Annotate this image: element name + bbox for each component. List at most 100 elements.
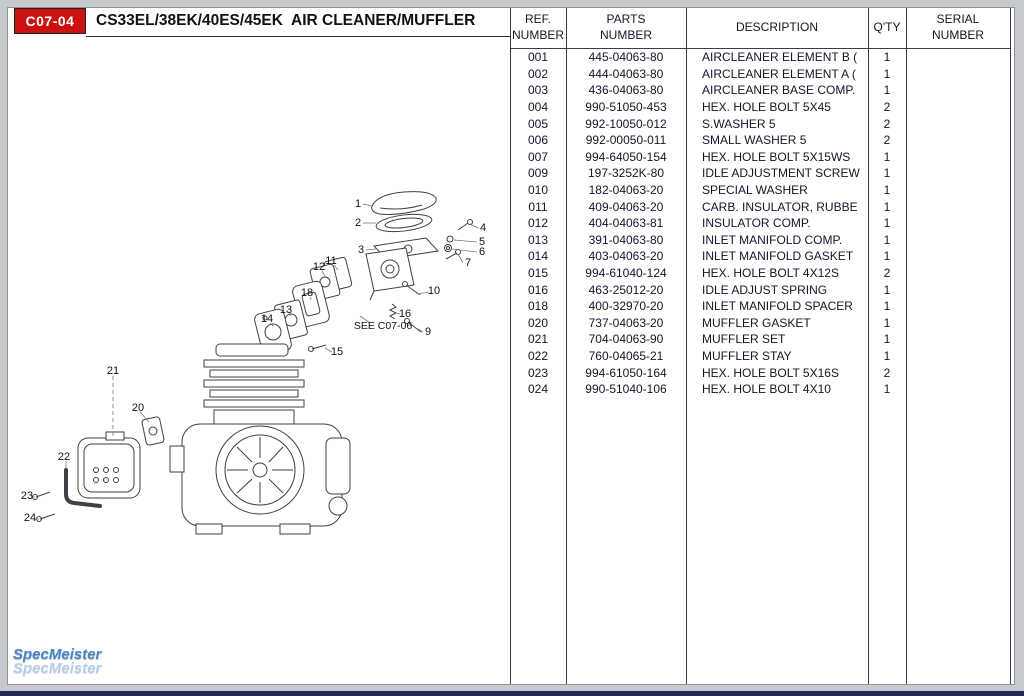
cell-ref: 024 xyxy=(527,382,549,397)
cell-desc: AIRCLEANER ELEMENT B ( xyxy=(702,50,858,65)
cell-ref: 018 xyxy=(527,299,549,314)
cell-desc: HEX. HOLE BOLT 4X10 xyxy=(702,382,831,397)
cell-desc: HEX. HOLE BOLT 4X12S xyxy=(702,266,839,281)
cell-qty: 1 xyxy=(883,83,891,98)
col-header-line: NUMBER xyxy=(511,28,564,42)
diagram-callout-2: 2 xyxy=(354,217,362,229)
page-content: C07-04 CS33EL/38EK/40ES/45EK AIR CLEANER… xyxy=(8,8,1014,684)
table-row: 006 992-00050-011 SMALL WASHER 5 2 xyxy=(510,132,1010,149)
col-header-ref-number: REF. NUMBER xyxy=(510,11,566,43)
cell-qty: 2 xyxy=(883,116,891,131)
cell-part: 444-04063-80 xyxy=(588,66,664,81)
cell-part: 994-61050-164 xyxy=(585,365,667,380)
cell-part: 404-04063-81 xyxy=(588,216,664,231)
diagram-callout-13: 13 xyxy=(279,304,293,316)
cell-part: 436-04063-80 xyxy=(588,83,664,98)
cell-desc: INLET MANIFOLD COMP. xyxy=(702,232,843,247)
cell-qty: 1 xyxy=(883,50,891,65)
cell-part: 760-04065-21 xyxy=(588,348,664,363)
col-header-line: REF. xyxy=(524,12,551,26)
cell-desc: AIRCLEANER ELEMENT A ( xyxy=(702,66,856,81)
cell-part: 409-04063-20 xyxy=(588,199,664,214)
cell-part: 403-04063-20 xyxy=(588,249,664,264)
diagram-callout-21: 21 xyxy=(106,365,120,377)
cell-part: 994-61040-124 xyxy=(585,266,667,281)
col-header-parts-number: PARTS NUMBER xyxy=(566,11,686,43)
cell-ref: 012 xyxy=(527,216,549,231)
diagram-callout-7: 7 xyxy=(464,257,472,269)
cell-ref: 016 xyxy=(527,282,549,297)
cell-qty: 1 xyxy=(883,299,891,314)
cell-qty: 1 xyxy=(883,232,891,247)
cell-part: 445-04063-80 xyxy=(588,50,664,65)
diagram-callout-3: 3 xyxy=(357,244,365,256)
diagram-callout-6: 6 xyxy=(478,246,486,258)
diagram-callout-20: 20 xyxy=(131,402,145,414)
col-header-qty: Q'TY xyxy=(868,19,906,35)
cell-desc: INLET MANIFOLD SPACER xyxy=(702,299,853,314)
cell-part: 990-51040-106 xyxy=(585,382,667,397)
cell-desc: AIRCLEANER BASE COMP. xyxy=(702,83,856,98)
diagram-callout-12: 12 xyxy=(312,261,326,273)
cell-part: 197-3252K-80 xyxy=(587,166,665,181)
cell-desc: HEX. HOLE BOLT 5X16S xyxy=(702,365,839,380)
diagram-see-note: SEE C07-06 xyxy=(353,320,413,332)
cell-part: 992-00050-011 xyxy=(585,133,667,148)
cell-ref: 011 xyxy=(528,199,548,214)
cell-ref: 009 xyxy=(527,166,549,181)
cell-qty: 1 xyxy=(883,332,891,347)
cell-desc: MUFFLER SET xyxy=(702,332,786,347)
cell-qty: 1 xyxy=(883,216,891,231)
diagram-callout-16: 16 xyxy=(398,308,412,320)
cell-ref: 006 xyxy=(527,133,549,148)
cell-part: 400-32970-20 xyxy=(588,299,664,314)
cell-desc: MUFFLER STAY xyxy=(702,348,792,363)
catalog-page: C07-04 CS33EL/38EK/40ES/45EK AIR CLEANER… xyxy=(7,7,1015,685)
page-title: CS33EL/38EK/40ES/45EK AIR CLEANER/MUFFLE… xyxy=(96,12,476,29)
cell-qty: 1 xyxy=(883,149,891,164)
cell-ref: 001 xyxy=(527,50,549,65)
cell-desc: HEX. HOLE BOLT 5X45 xyxy=(702,100,831,115)
cell-ref: 007 xyxy=(527,149,549,164)
col-header-serial-number: SERIAL NUMBER xyxy=(906,11,1010,43)
table-rule-ref-parts xyxy=(566,8,567,684)
cell-qty: 1 xyxy=(883,66,891,81)
cell-ref: 023 xyxy=(527,365,549,380)
watermark-echo: SpecMeister xyxy=(13,660,102,677)
cell-ref: 010 xyxy=(527,183,549,198)
table-row: 018 400-32970-20 INLET MANIFOLD SPACER 1 xyxy=(510,298,1010,315)
diagram-callout-1: 1 xyxy=(354,198,362,210)
cell-qty: 2 xyxy=(883,133,891,148)
cell-ref: 013 xyxy=(527,232,549,247)
exploded-diagram-art xyxy=(31,191,479,535)
cell-desc: SMALL WASHER 5 xyxy=(702,133,807,148)
title-divider xyxy=(86,36,510,37)
cell-desc: S.WASHER 5 xyxy=(702,116,776,131)
cell-qty: 1 xyxy=(883,282,891,297)
diagram-callout-24: 24 xyxy=(23,512,37,524)
cell-qty: 1 xyxy=(883,183,891,198)
cell-ref: 004 xyxy=(527,100,549,115)
cell-ref: 015 xyxy=(527,266,549,281)
cell-part: 704-04063-90 xyxy=(588,332,664,347)
col-header-line: NUMBER xyxy=(599,28,652,42)
cell-desc: SPECIAL WASHER xyxy=(702,183,808,198)
page-code-badge: C07-04 xyxy=(14,8,86,34)
col-header-line: SERIAL xyxy=(936,12,980,26)
table-header-divider xyxy=(510,48,1010,49)
cell-ref: 022 xyxy=(527,348,549,363)
diagram-callout-10: 10 xyxy=(427,285,441,297)
cell-qty: 1 xyxy=(883,249,891,264)
